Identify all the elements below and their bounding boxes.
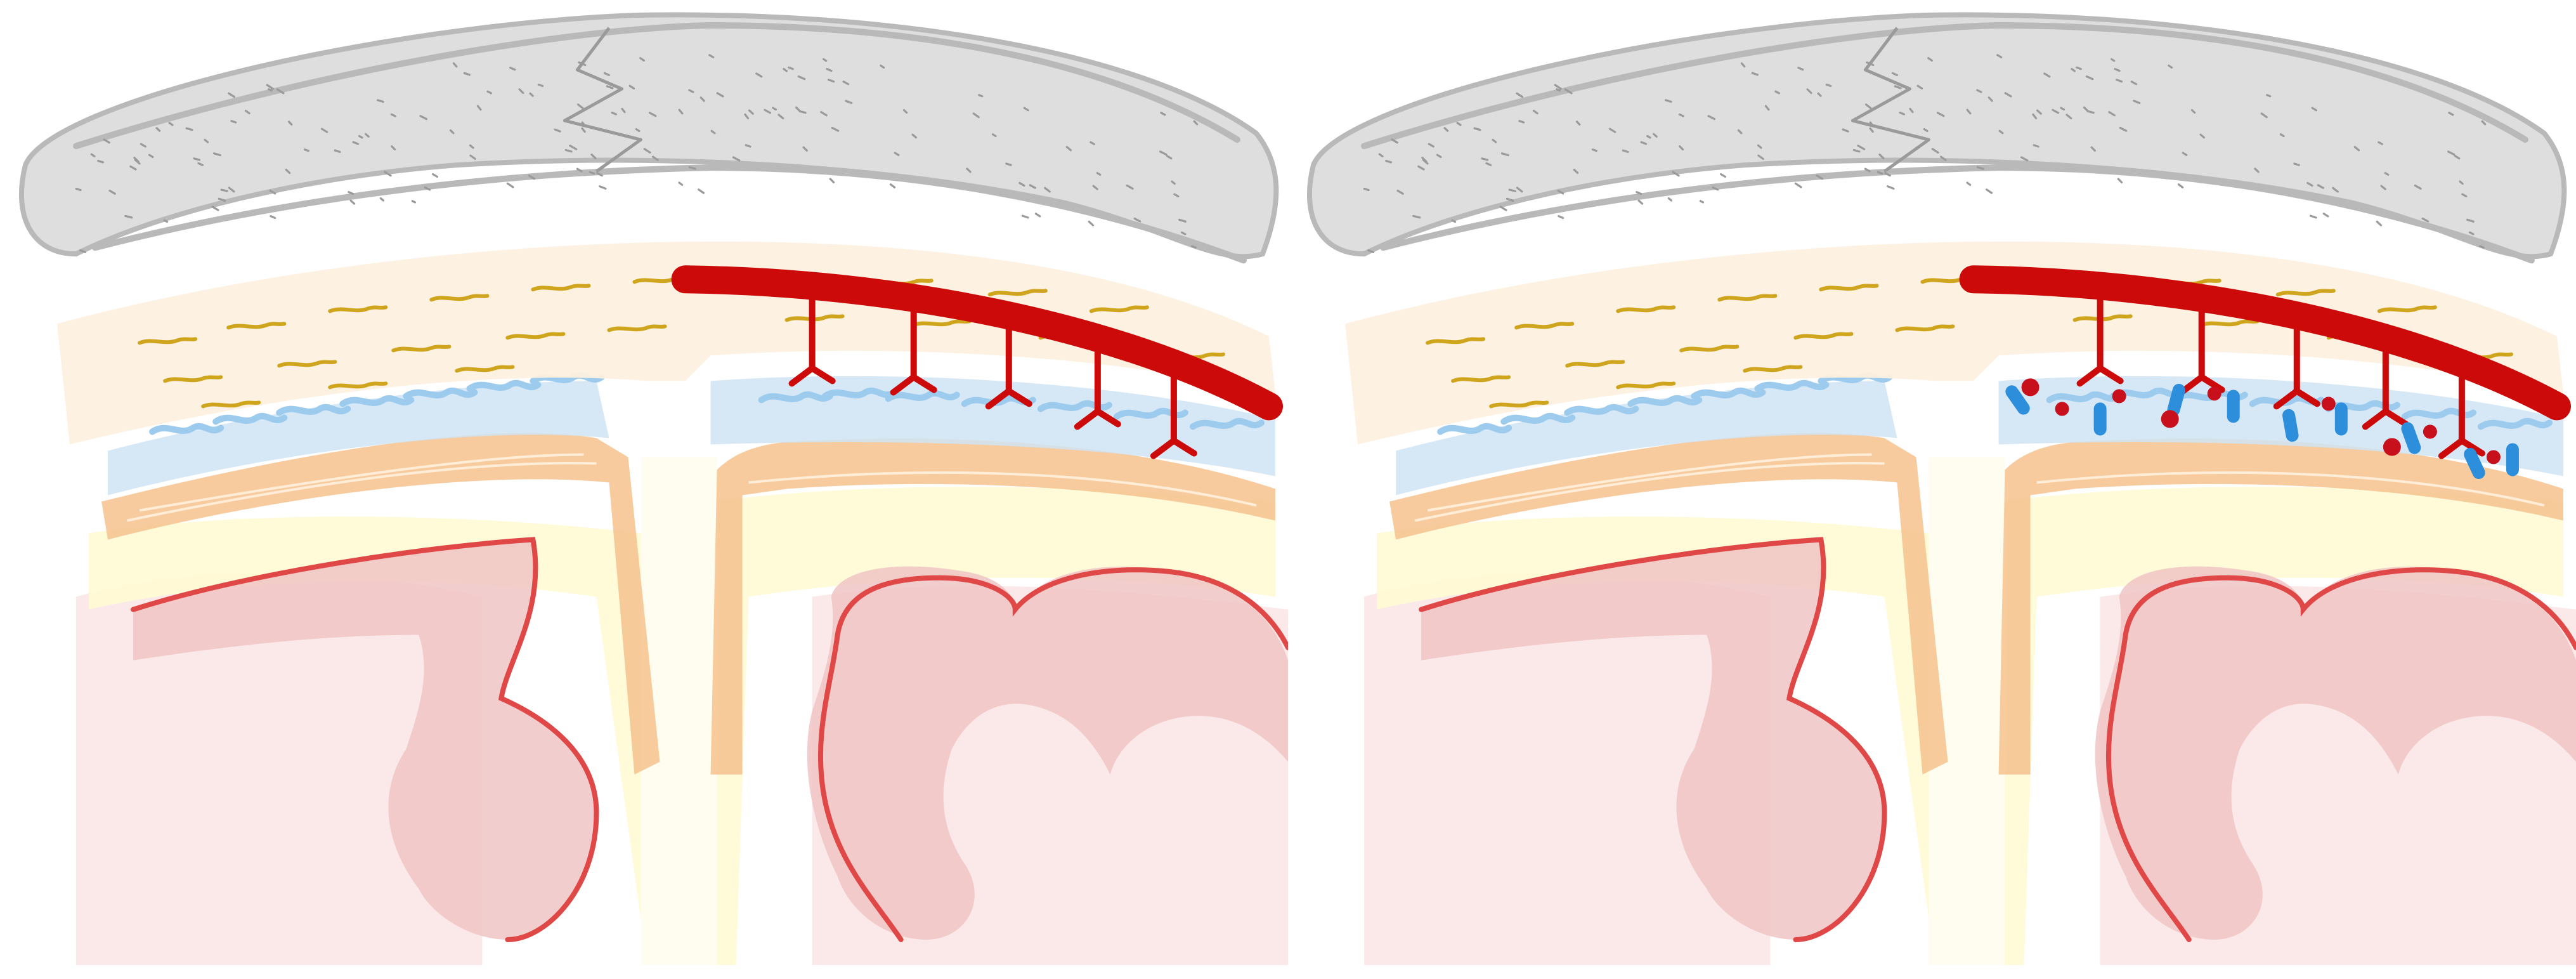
bone-speckle bbox=[212, 207, 218, 210]
bone-speckle bbox=[746, 145, 750, 147]
arachnoid-strand bbox=[1504, 416, 1572, 422]
arachnoid-strand bbox=[216, 416, 284, 422]
blue-cell bbox=[2335, 402, 2348, 435]
bone-speckle bbox=[1089, 221, 1093, 225]
bone-speckle bbox=[1482, 159, 1488, 160]
bone-speckle bbox=[221, 190, 227, 191]
red-cell bbox=[2055, 402, 2069, 416]
meninges-panel-left bbox=[0, 0, 1288, 979]
arachnoid-strand bbox=[1757, 383, 1826, 389]
bone-speckle bbox=[2267, 95, 2270, 96]
bone-speckle bbox=[76, 189, 81, 190]
bone-speckle bbox=[2324, 214, 2327, 216]
bone-speckle bbox=[1022, 216, 1028, 218]
bone-speckle bbox=[1036, 214, 1039, 216]
bone-speckle bbox=[2112, 59, 2114, 61]
illustration-svg bbox=[0, 0, 1288, 979]
red-cell bbox=[2383, 438, 2401, 456]
bone-speckle bbox=[1452, 220, 1455, 221]
bone-speckle bbox=[1669, 199, 1671, 200]
bone-speckle bbox=[507, 183, 513, 187]
bone-speckle bbox=[2118, 179, 2121, 182]
bone-speckle bbox=[1386, 161, 1391, 162]
bone-speckle bbox=[1519, 121, 1524, 122]
red-cell bbox=[2322, 397, 2336, 411]
arachnoid-strand bbox=[152, 426, 221, 432]
bone-speckle bbox=[2310, 216, 2316, 218]
red-cell bbox=[2208, 386, 2221, 400]
bone-speckle bbox=[351, 200, 354, 204]
bone-speckle bbox=[824, 59, 826, 61]
bone-speckle bbox=[1637, 192, 1641, 194]
bone-speckle bbox=[2077, 67, 2081, 69]
bone-speckle bbox=[271, 216, 275, 218]
bone-speckle bbox=[1592, 150, 1596, 151]
bone-speckle bbox=[412, 201, 415, 202]
bone-speckle bbox=[1721, 174, 1726, 176]
bone-speckle bbox=[304, 150, 308, 151]
blue-cell bbox=[2094, 402, 2107, 435]
bone-speckle bbox=[789, 67, 793, 69]
red-cell bbox=[2112, 389, 2126, 403]
bone-speckle bbox=[590, 172, 594, 173]
bone-speckle bbox=[1006, 164, 1011, 165]
skull-bone bbox=[22, 15, 1276, 260]
bone-speckle bbox=[1192, 246, 1196, 247]
blue-cell bbox=[2227, 390, 2240, 423]
meninges-panel-right bbox=[1288, 0, 2576, 979]
bone-speckle bbox=[1987, 190, 1992, 193]
bone-speckle bbox=[1826, 84, 1830, 86]
bone-speckle bbox=[600, 187, 606, 189]
bone-speckle bbox=[538, 84, 542, 86]
red-cell bbox=[2487, 450, 2501, 464]
bone-speckle bbox=[194, 159, 200, 160]
bone-speckle bbox=[1888, 187, 1894, 189]
bone-speckle bbox=[269, 89, 271, 91]
red-cell bbox=[2161, 410, 2179, 428]
arachnoid-strand bbox=[469, 383, 538, 389]
bone-speckle bbox=[381, 199, 383, 200]
bone-speckle bbox=[1648, 136, 1650, 138]
bone-speckle bbox=[1878, 172, 1882, 173]
bone-speckle bbox=[1509, 190, 1515, 191]
bone-speckle bbox=[1639, 200, 1642, 204]
bone-speckle bbox=[2061, 108, 2064, 110]
bone-speckle bbox=[2480, 246, 2484, 247]
bone-speckle bbox=[566, 150, 571, 151]
bone-speckle bbox=[1967, 183, 1970, 185]
bone-speckle bbox=[164, 220, 167, 221]
bone-speckle bbox=[433, 174, 438, 176]
bone-speckle bbox=[1500, 207, 1506, 210]
bone-speckle bbox=[679, 183, 682, 185]
bone-speckle bbox=[773, 108, 776, 110]
bone-speckle bbox=[1700, 201, 1703, 202]
illustration-svg bbox=[1288, 0, 2576, 979]
bone-speckle bbox=[1854, 150, 1859, 151]
bone-speckle bbox=[979, 95, 982, 96]
bone-speckle bbox=[2178, 185, 2182, 188]
bone-speckle bbox=[2034, 145, 2038, 147]
blue-cell bbox=[2506, 443, 2519, 476]
arachnoid-strand bbox=[1440, 426, 1509, 432]
bone-speckle bbox=[699, 190, 704, 193]
bone-speckle bbox=[830, 179, 833, 182]
red-cell bbox=[2423, 424, 2437, 438]
bone-speckle bbox=[2294, 164, 2299, 165]
bone-speckle bbox=[1364, 189, 1369, 190]
bone-speckle bbox=[2377, 221, 2381, 225]
red-cell bbox=[2022, 378, 2039, 396]
skull-bone bbox=[1310, 15, 2564, 260]
bone-speckle bbox=[98, 161, 103, 162]
bone-speckle bbox=[1557, 89, 1559, 91]
bone-speckle bbox=[360, 136, 362, 138]
bone-speckle bbox=[231, 121, 236, 122]
bone-speckle bbox=[890, 185, 894, 188]
bone-speckle bbox=[349, 192, 353, 194]
bone-speckle bbox=[1559, 216, 1563, 218]
bone-speckle bbox=[1795, 183, 1801, 187]
